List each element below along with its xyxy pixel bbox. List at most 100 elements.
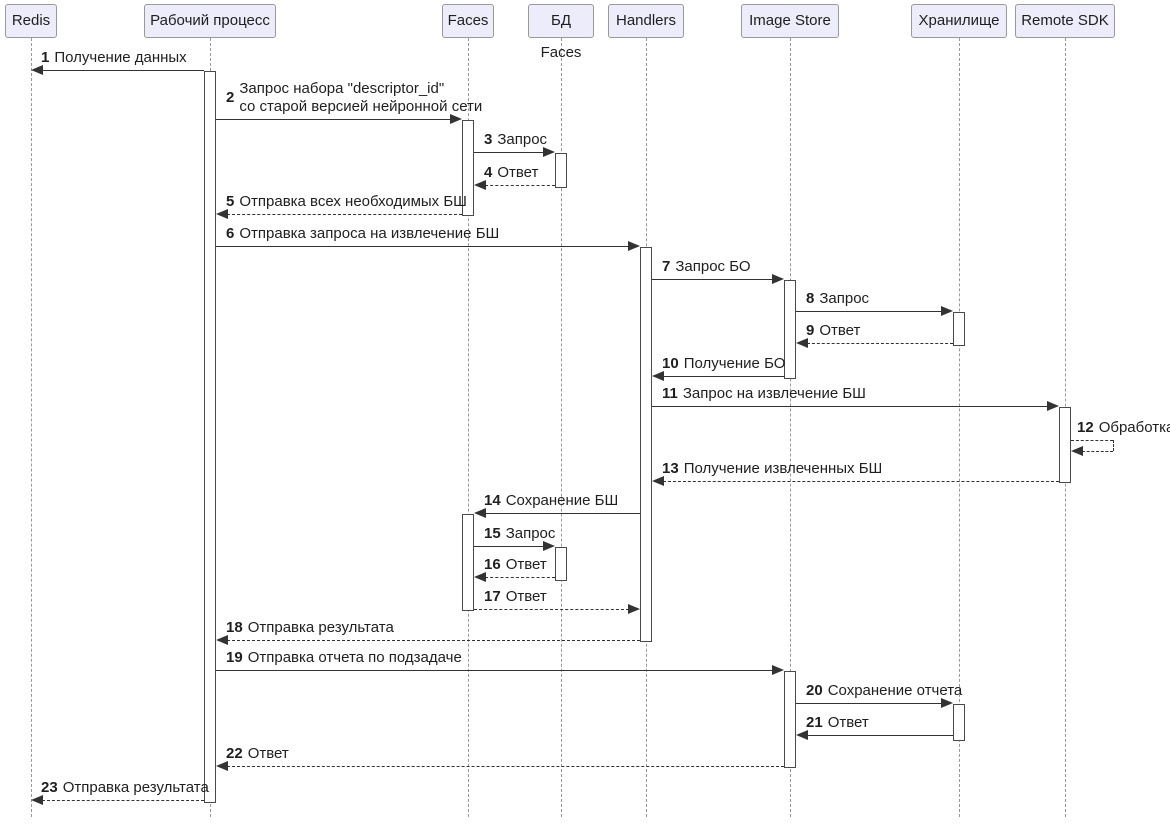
message-16-line: [485, 577, 555, 578]
activation-bar-worker: [204, 71, 216, 803]
message-text: Запрос БО: [675, 258, 751, 275]
participant-label: БД Faces: [540, 12, 582, 61]
message-number: 12: [1077, 419, 1094, 436]
message-text: Сохранение отчета: [827, 682, 963, 699]
activation-bar-storage: [953, 704, 965, 741]
message-12-line: [1113, 440, 1114, 451]
arrowhead-icon: [474, 508, 486, 518]
message-20-line: [796, 703, 942, 704]
lifeline-redis: [30, 38, 32, 817]
message-text: Запрос: [505, 525, 556, 542]
activation-bar-faces-db: [555, 547, 567, 581]
arrowhead-icon: [772, 665, 784, 675]
lifeline-faces: [467, 38, 469, 817]
message-number: 17: [484, 588, 501, 605]
participant-label: Handlers: [615, 12, 677, 29]
message-text: Запрос: [497, 131, 548, 148]
message-number: 3: [484, 131, 493, 148]
message-text-line: со старой версией нейронной сети: [239, 98, 483, 115]
message-text-line: Запрос набора "descriptor_id": [239, 80, 445, 97]
message-21-line: [807, 735, 953, 736]
message-23-line: [42, 800, 204, 801]
message-5-line: [227, 214, 462, 215]
message-number: 5: [226, 193, 235, 210]
message-11-line: [652, 406, 1048, 407]
activation-bar-faces: [462, 120, 474, 216]
message-number: 10: [662, 355, 679, 372]
activation-bar-storage: [953, 312, 965, 346]
message-text: Отправка всех необходимых БШ: [239, 193, 467, 210]
lifeline-image-store: [789, 38, 791, 817]
message-text: Запрос на извлечение БШ: [682, 385, 866, 402]
activation-bar-faces: [462, 514, 474, 611]
message-15-line: [474, 546, 544, 547]
arrowhead-icon: [941, 698, 953, 708]
message-14-line: [485, 513, 640, 514]
message-text: Ответ: [505, 556, 547, 573]
message-17-line: [474, 609, 629, 610]
message-19-line: [216, 670, 773, 671]
message-10-line: [663, 376, 784, 377]
message-number: 16: [484, 556, 501, 573]
message-7-line: [652, 279, 773, 280]
message-2-line: [216, 119, 451, 120]
message-text: Сохранение БШ: [505, 492, 619, 509]
arrowhead-icon: [796, 338, 808, 348]
participant-label: Faces: [447, 12, 489, 29]
activation-bar-remote-sdk: [1059, 407, 1071, 483]
arrowhead-icon: [652, 476, 664, 486]
participant-box-storage: Хранилище: [911, 4, 1007, 38]
message-4-line: [485, 185, 555, 186]
message-number: 15: [484, 525, 501, 542]
participant-box-faces: Faces: [442, 4, 494, 38]
message-text: Получение данных: [54, 49, 187, 66]
message-8-line: [796, 311, 942, 312]
arrowhead-icon: [628, 604, 640, 614]
participant-label: Redis: [11, 12, 51, 29]
arrowhead-icon: [543, 541, 555, 551]
participant-box-remote-sdk: Remote SDK: [1015, 4, 1115, 38]
message-12-line: [1071, 440, 1113, 441]
message-number: 9: [806, 322, 815, 339]
message-text: Отправка запроса на извлечение БШ: [239, 225, 500, 242]
arrowhead-icon: [216, 761, 228, 771]
message-number: 18: [226, 619, 243, 636]
arrowhead-icon: [216, 209, 228, 219]
message-number: 20: [806, 682, 823, 699]
message-text: Отправка результата: [247, 619, 394, 636]
activation-bar-faces-db: [555, 153, 567, 188]
message-text: Запрос: [819, 290, 870, 307]
arrowhead-icon: [796, 730, 808, 740]
message-text: Ответ: [247, 745, 289, 762]
participant-box-image-store: Image Store: [741, 4, 839, 38]
arrowhead-icon: [31, 65, 43, 75]
message-number: 4: [484, 164, 493, 181]
message-text: Ответ: [827, 714, 869, 731]
participant-label: Рабочий процесс: [150, 12, 270, 29]
arrowhead-icon: [941, 306, 953, 316]
arrowhead-icon: [543, 147, 555, 157]
participant-box-redis: Redis: [5, 4, 57, 38]
message-6-line: [216, 246, 629, 247]
arrowhead-icon: [652, 371, 664, 381]
arrowhead-icon: [474, 572, 486, 582]
message-1-line: [42, 70, 204, 71]
message-text: Ответ: [505, 588, 547, 605]
message-text: Обработка: [1098, 419, 1170, 436]
activation-bar-image-store: [784, 280, 796, 379]
message-number: 23: [41, 779, 58, 796]
message-number: 6: [226, 225, 235, 242]
message-number: 2: [226, 89, 235, 106]
